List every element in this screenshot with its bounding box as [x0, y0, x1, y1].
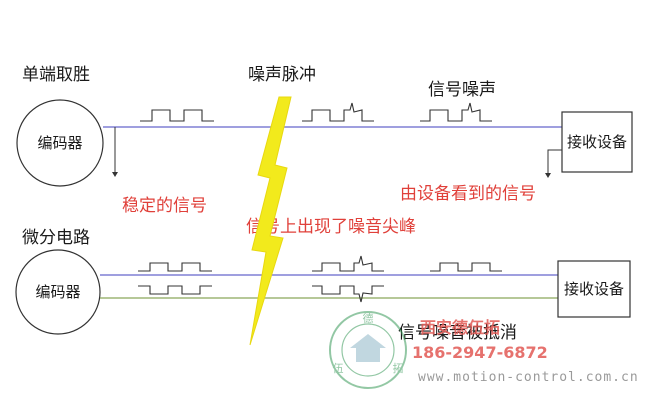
seal-left-char: 伍: [333, 362, 344, 375]
watermark-phone: 186-2947-6872: [412, 343, 548, 362]
receiver-box-bottom: [557, 260, 631, 318]
watermark-company: 西安德伍拓: [420, 318, 500, 337]
seen-by-device-label: 由设备看到的信号: [400, 184, 536, 204]
ground-arrow-receiver-top: [545, 173, 551, 178]
watermark-seal: 德 伍 拓: [329, 311, 407, 389]
waveform-diff-neg-left: [138, 285, 212, 295]
waveform-diff-neg-mid: [312, 285, 384, 303]
encoder-circle-bottom: [15, 249, 101, 335]
waveform-diff-pos-right: [430, 262, 502, 272]
seal-inner-ring: [341, 323, 395, 377]
encoder-label-top: 编码器: [37, 134, 82, 152]
noise-pulse-label: 噪声脉冲: [248, 65, 316, 85]
receiver-box-top: [561, 111, 633, 173]
differential-title: 微分电路: [22, 228, 90, 248]
lightning-bolt-icon: [249, 96, 292, 346]
waveform-diff-pos-mid: [312, 255, 384, 272]
waveform-noise-right-top: [420, 102, 492, 122]
signal-noise-label: 信号噪声: [428, 80, 496, 100]
waveform-clean-top: [140, 109, 214, 122]
single-ended-title: 单端取胜: [22, 65, 90, 85]
receiver-label-top: 接收设备: [567, 133, 627, 151]
ground-stub-receiver-top: [547, 149, 562, 176]
waveform-noise-mid-top: [302, 102, 374, 122]
seal-building-icon: [350, 334, 386, 362]
seal-top-char: 德: [363, 311, 374, 325]
spike-label: 信号上出现了噪音尖峰: [246, 217, 416, 237]
encoder-circle-top: [16, 99, 104, 187]
encoder-label-bottom: 编码器: [35, 283, 80, 301]
seal-outer-ring: [329, 311, 407, 389]
stable-signal-label: 稳定的信号: [122, 196, 207, 216]
noise-cancel-label: 信号噪音被抵消: [398, 323, 517, 343]
receiver-label-bottom: 接收设备: [564, 280, 624, 298]
waveform-diff-pos-left: [138, 262, 212, 272]
seal-right-char: 拓: [393, 361, 404, 375]
watermark-url: www.motion-control.com.cn: [418, 370, 639, 385]
ground-arrow-encoder-top: [112, 172, 118, 177]
